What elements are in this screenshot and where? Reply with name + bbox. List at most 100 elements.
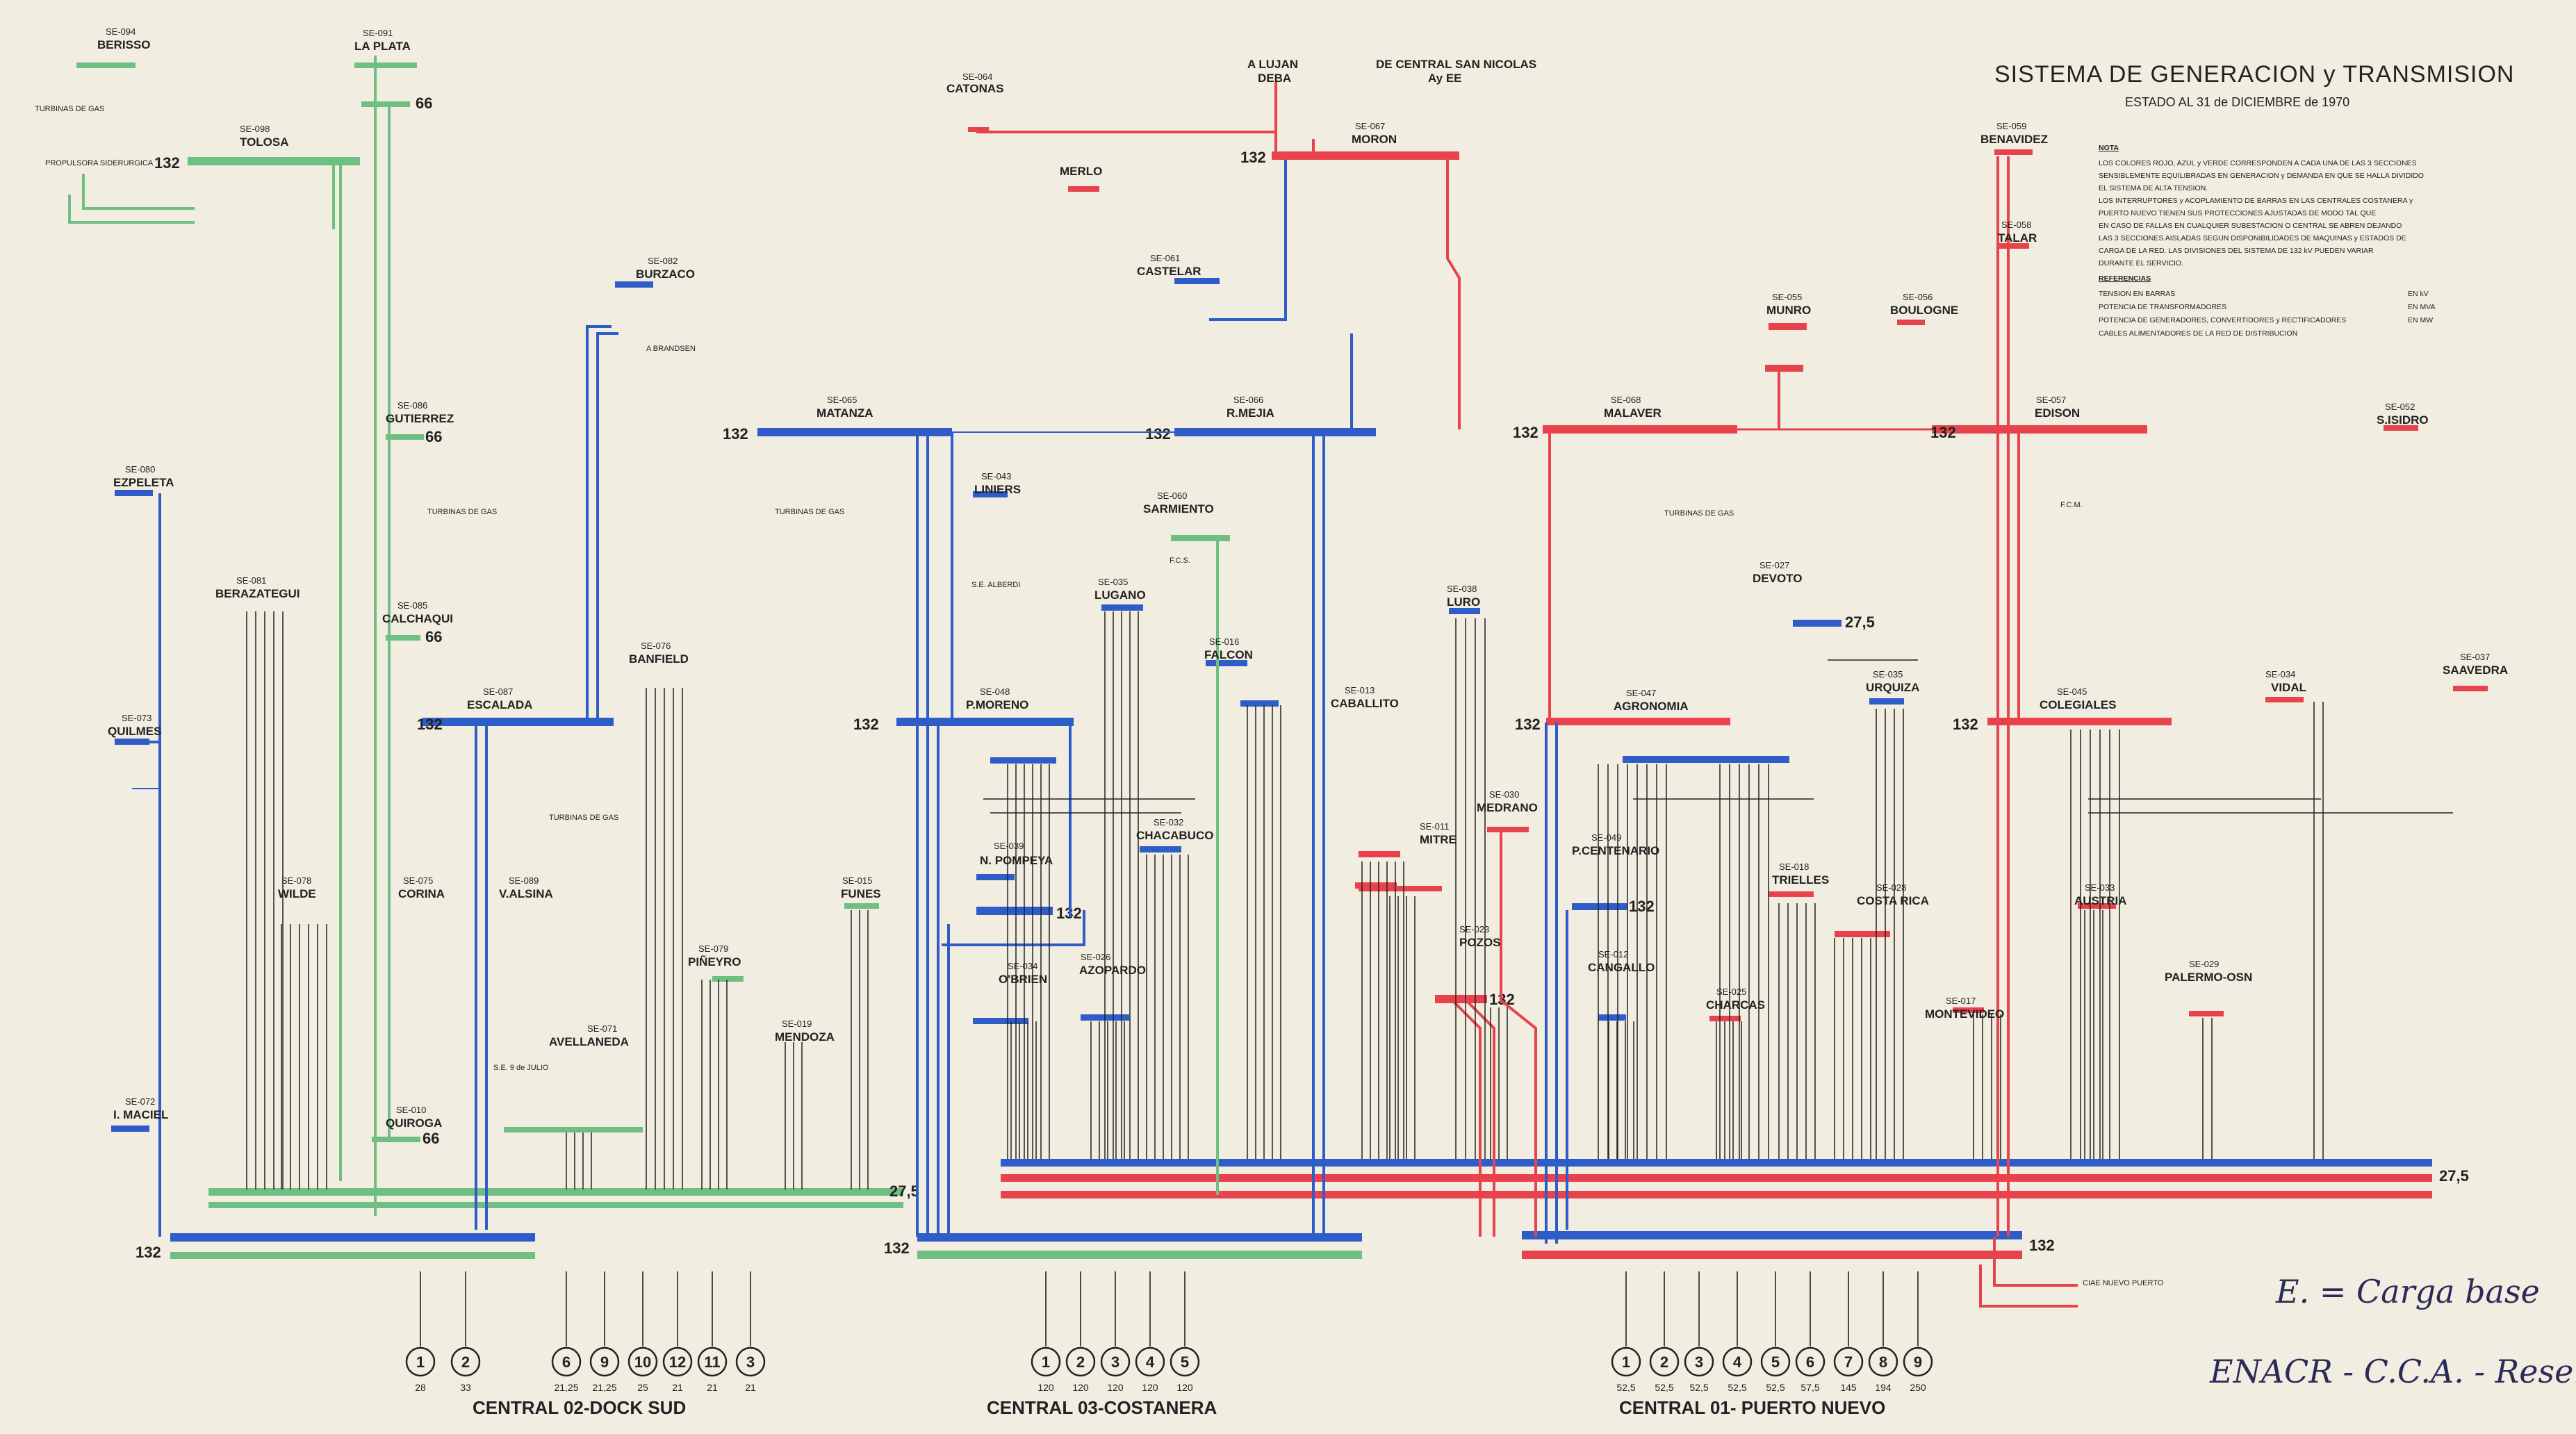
station-name: N. POMPEYA xyxy=(980,854,1053,867)
generator-icon xyxy=(1903,1346,1933,1377)
tie-line xyxy=(1500,830,1537,1237)
station-code: SE-085 xyxy=(397,600,427,611)
station-name: MENDOZA xyxy=(775,1030,835,1044)
station-name: LURO xyxy=(1447,595,1480,609)
power-plants: 128233621,25921,25102512211121321CENTRAL… xyxy=(405,1271,1933,1418)
station-code: SE-086 xyxy=(397,400,427,411)
bus-132-costanera-green xyxy=(917,1251,1362,1259)
generator-unit-number: 6 xyxy=(562,1353,571,1371)
bus-voltage-label: 132 xyxy=(417,716,443,733)
station-code: SE-027 xyxy=(1759,560,1789,570)
station-code: SE-033 xyxy=(2085,882,2115,893)
station-code: SE-058 xyxy=(2001,220,2031,230)
station-code: SE-066 xyxy=(1233,395,1263,405)
station-code: SE-052 xyxy=(2385,402,2415,412)
note-line: LAS 3 SECCIONES AISLADAS SEGUN DISPONIBI… xyxy=(2099,234,2406,242)
station-name: CASTELAR xyxy=(1137,265,1201,278)
generator-icon xyxy=(1031,1346,1061,1377)
station-name: TRIELLES xyxy=(1772,873,1829,887)
generator-mw: 21,25 xyxy=(592,1382,616,1393)
station-code: SE-075 xyxy=(403,875,433,886)
station-code: SE-081 xyxy=(236,575,266,586)
power-plant: 152,5252,5352,5452,5552,5657,57145819492… xyxy=(1611,1271,1933,1418)
source-label: S.E. ALBERDI xyxy=(971,581,1020,589)
generator-unit-number: 3 xyxy=(746,1353,755,1371)
station-name: I. MACIEL xyxy=(113,1108,168,1121)
bus-caballito xyxy=(1359,851,1400,857)
bus-charcas xyxy=(1709,1016,1741,1021)
bus-pmoreno-27 xyxy=(990,757,1056,764)
generator-unit-number: 5 xyxy=(1771,1353,1780,1371)
station-code: SE-043 xyxy=(981,471,1011,481)
source-label: A BRANDSEN xyxy=(646,345,696,353)
generator-mw: 120 xyxy=(1107,1382,1124,1393)
station-name: SARMIENTO xyxy=(1143,502,1214,516)
tie-line xyxy=(82,174,195,210)
generator-unit-number: 3 xyxy=(1695,1353,1703,1371)
generator-mw: 52,5 xyxy=(1655,1382,1673,1393)
generator-icon xyxy=(735,1346,766,1377)
source-label: TURBINAS DE GAS xyxy=(775,508,844,516)
bus-27-blue xyxy=(1001,1159,2432,1167)
station-code: SE-049 xyxy=(1591,832,1621,843)
handwritten-notes: E. = Carga base ENACR - C.C.A. - Reserva xyxy=(2209,1273,2576,1390)
station-name: CABALLITO xyxy=(1331,697,1399,710)
station-name: O'BRIEN xyxy=(999,973,1047,986)
generator-unit-number: 9 xyxy=(600,1353,609,1371)
note-line: LOS INTERRUPTORES y ACOPLAMIENTO DE BARR… xyxy=(2099,197,2413,205)
station-merlo: MERLO xyxy=(1060,165,1102,178)
generator-unit-number: 4 xyxy=(1733,1353,1742,1371)
station-name: BOULOGNE xyxy=(1890,304,1958,317)
bus-munro xyxy=(1765,365,1803,372)
station-name: MONTEVIDEO xyxy=(1925,1007,2004,1021)
tie-line xyxy=(68,195,195,224)
bus-luro xyxy=(1449,608,1480,614)
bus-voltage-label: 66 xyxy=(425,628,442,645)
bus-27-red-2 xyxy=(1001,1191,2432,1198)
station-name: QUIROGA xyxy=(386,1116,442,1130)
source-label: TURBINAS DE GAS xyxy=(427,508,497,516)
note-line: DURANTE EL SERVICIO. xyxy=(2099,259,2183,267)
station-code: SE-032 xyxy=(1154,817,1183,827)
source-label: F.C.S. xyxy=(1170,557,1190,565)
generator-icon xyxy=(1722,1346,1753,1377)
station-code: SE-029 xyxy=(2189,959,2219,969)
bus-obrien xyxy=(973,1018,1028,1024)
tie-line xyxy=(1979,1264,2078,1308)
main-buses: 27,5 27,5 132 132 132 xyxy=(136,1159,2469,1261)
generator-mw: 21,25 xyxy=(554,1382,578,1393)
bus-npompeya xyxy=(976,907,1053,915)
source-label: TURBINAS DE GAS xyxy=(549,814,618,822)
ref-label: POTENCIA DE TRANSFORMADORES xyxy=(2099,303,2226,311)
source-labels: A LUJAN DEBA DE CENTRAL SAN NICOLAS Ay E… xyxy=(35,58,2164,1287)
ref-unit: EN kV xyxy=(2408,290,2429,298)
station-code: SE-055 xyxy=(1772,292,1802,302)
bus-boulogne xyxy=(1897,320,1925,325)
ref-label: TENSION EN BARRAS xyxy=(2099,290,2175,298)
station-name: P.CENTENARIO xyxy=(1572,844,1659,857)
station-code: SE-098 xyxy=(240,124,270,134)
generator-unit-number: 6 xyxy=(1806,1353,1814,1371)
bus-agronomia xyxy=(1546,718,1730,725)
bus-matanza xyxy=(757,428,952,436)
station-name: R.MEJIA xyxy=(1227,406,1274,420)
bus-pmoreno xyxy=(896,718,1074,726)
handwritten-line: ENACR - C.C.A. - Reserva xyxy=(2209,1353,2576,1390)
ref-unit: EN MVA xyxy=(2408,303,2435,311)
ref-unit: EN MW xyxy=(2408,316,2433,324)
station-code: SE-015 xyxy=(842,875,872,886)
source-label: DEBA xyxy=(1258,72,1291,85)
